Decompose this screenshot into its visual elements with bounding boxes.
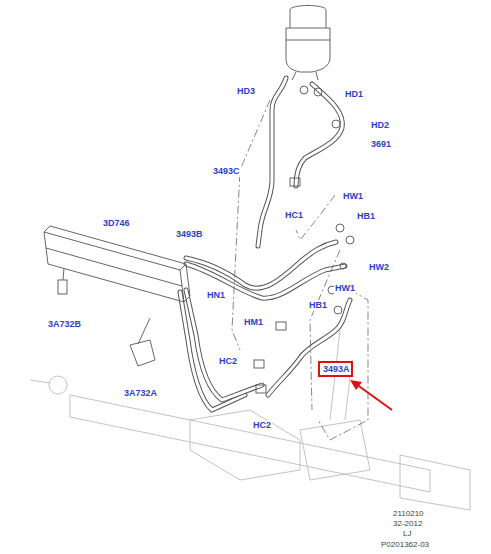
part-callout: 3493C	[212, 166, 241, 177]
part-callout: HW2	[368, 262, 390, 273]
part-callout: 3A732A	[123, 388, 158, 399]
part-callout: 3D746	[102, 218, 131, 229]
part-callout: HD2	[370, 120, 390, 131]
part-callout: HC1	[284, 210, 304, 221]
foot-code: P0201362-03	[380, 540, 430, 549]
part-callout: HW1	[334, 283, 356, 294]
foot-code: LJ	[402, 529, 412, 538]
part-callout: 3691	[370, 139, 392, 150]
part-callout: HD3	[236, 86, 256, 97]
foot-code: 32-2012	[392, 519, 423, 528]
part-callout: 3A732B	[47, 319, 82, 330]
part-callout: HC2	[218, 356, 238, 367]
part-callout: HM1	[243, 317, 264, 328]
part-callout: 3493B	[175, 229, 204, 240]
highlight-box: 3493A	[318, 361, 353, 377]
part-callout: HD1	[344, 89, 364, 100]
part-callout: HN1	[206, 290, 226, 301]
part-callout: HC2	[252, 420, 272, 431]
part-callout: HB1	[356, 211, 376, 222]
part-callout: 3493A	[323, 364, 348, 375]
part-callout: HW1	[342, 191, 364, 202]
foot-code: 2110210	[392, 509, 425, 518]
part-callout: HB1	[308, 300, 328, 311]
